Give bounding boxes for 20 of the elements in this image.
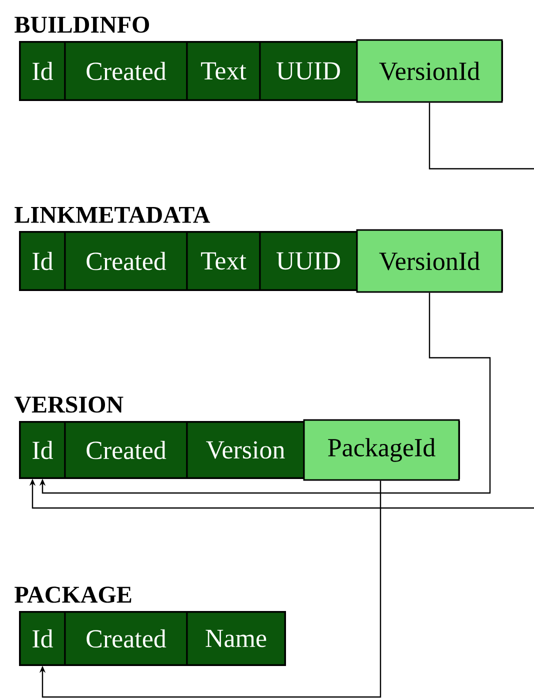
node-label: VERSION	[14, 396, 124, 413]
key-cell: VersionId	[356, 229, 503, 293]
field-cell: Id	[19, 41, 66, 101]
field-cell: Id	[19, 611, 66, 666]
field-cell: Name	[186, 611, 286, 666]
key-cell: PackageId	[303, 419, 460, 481]
field-cell: Text	[186, 231, 261, 291]
field-cell: Id	[19, 231, 66, 291]
field-cell: Version	[186, 421, 305, 479]
node-label: PACKAGE	[14, 586, 132, 603]
connector-arrow	[39, 480, 382, 698]
key-cell: VersionId	[356, 39, 503, 103]
field-cell: Text	[186, 41, 261, 101]
field-cell: UUID	[259, 41, 358, 101]
field-cell: Id	[19, 421, 66, 479]
field-cell: UUID	[259, 231, 358, 291]
connector-arrow	[39, 292, 491, 494]
node-label: BUILDINFO	[14, 16, 150, 33]
node-label: LINKMETADATA	[14, 206, 210, 223]
connector-arrow	[29, 102, 534, 509]
